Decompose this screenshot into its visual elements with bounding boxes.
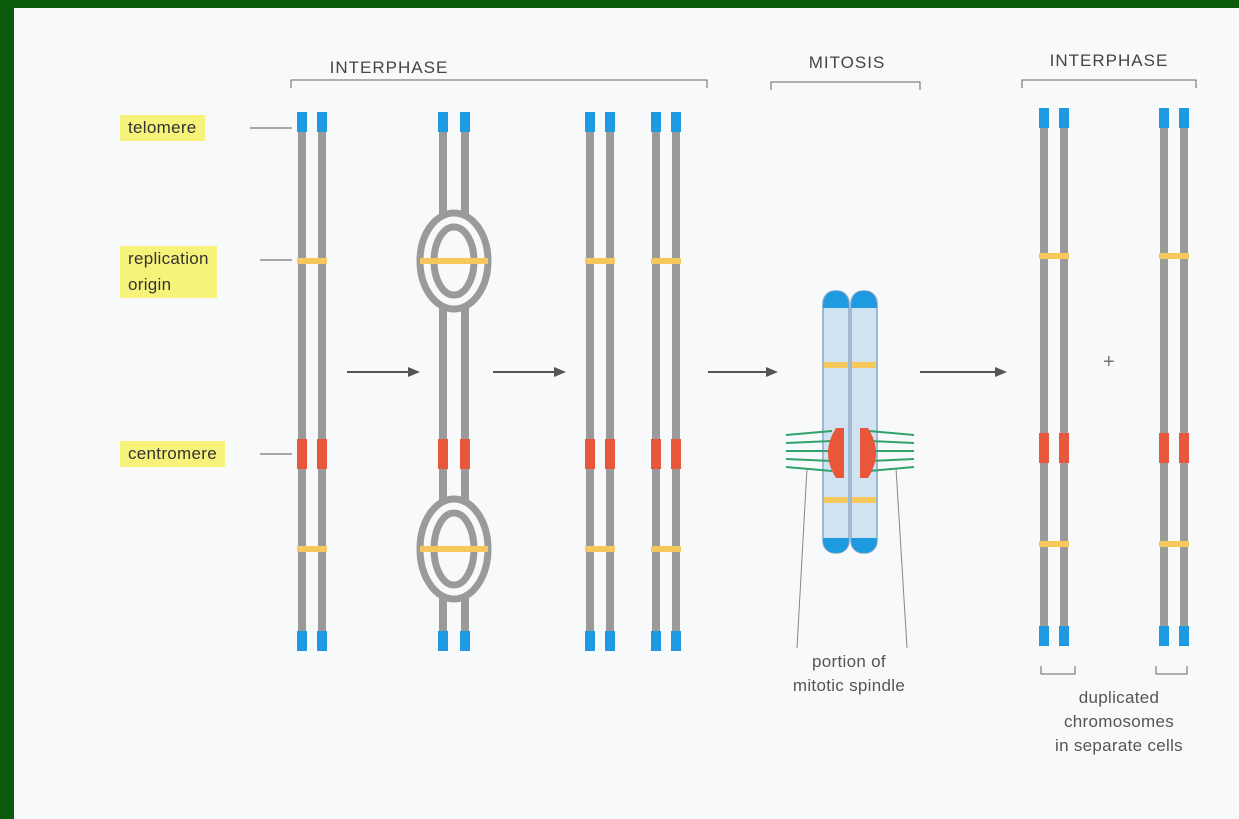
- chromosome-replicated-2-b-telomere-top: [671, 112, 681, 132]
- caption-duplicated-line2: chromosomes: [1019, 710, 1219, 734]
- daughter-chromosome-2-a-body: [1160, 108, 1168, 646]
- bracket-daughter-2: [1156, 666, 1187, 674]
- chromosome-replicated-2-a-centromere: [651, 439, 661, 469]
- chromosome-replicated-1-origin-link-0: [590, 258, 610, 264]
- chromosome-replicating-b-centromere: [460, 439, 470, 469]
- daughter-chromosome-1-b-body: [1060, 108, 1068, 646]
- bracket-mitosis: [771, 82, 920, 90]
- chromosome-replicated-1-a-body: [586, 112, 594, 651]
- chromosome-unreplicated-a-telomere-top: [297, 112, 307, 132]
- phase-label-interphase-1: INTERPHASE: [289, 58, 489, 78]
- caption-mitotic-spindle: portion of mitotic spindle: [749, 650, 949, 698]
- chromosome-unreplicated-b-body: [318, 112, 326, 651]
- label-centromere: centromere: [120, 441, 225, 467]
- chromosome-replicated-2-a-body: [652, 112, 660, 651]
- daughter-chromosome-2-a-telomere-bottom: [1159, 626, 1169, 646]
- phase-label-mitosis: MITOSIS: [747, 53, 947, 73]
- arrow-4-head: [995, 367, 1007, 377]
- diagram-canvas: INTERPHASE MITOSIS INTERPHASE telomere r…: [14, 8, 1239, 819]
- label-telomere: telomere: [120, 115, 205, 141]
- daughter-chromosome-2-b-telomere-bottom: [1179, 626, 1189, 646]
- chromosome-replicated-1-b-telomere-bottom: [605, 631, 615, 651]
- chromosome-unreplicated-origin-link-1: [302, 546, 322, 552]
- mitotic-chromatid-left-body: [823, 291, 849, 553]
- pointer-spindle-left: [797, 468, 807, 648]
- chromosome-unreplicated-a-telomere-bottom: [297, 631, 307, 651]
- daughter-chromosome-2-origin-link-1: [1164, 541, 1184, 547]
- daughter-chromosome-1-b-telomere-top: [1059, 108, 1069, 128]
- daughter-chromosome-1-origin-link-1: [1044, 541, 1064, 547]
- daughter-chromosome-1-a-telomere-top: [1039, 108, 1049, 128]
- daughter-chromosome-1-a-centromere: [1039, 433, 1049, 463]
- arrow-1-head: [408, 367, 420, 377]
- chromosome-replicated-2-b-centromere: [671, 439, 681, 469]
- daughter-chromosome-2-origin-link-0: [1164, 253, 1184, 259]
- bracket-interphase-2: [1022, 80, 1196, 88]
- bracket-daughter-1: [1041, 666, 1075, 674]
- mitotic-chromatid-left-origin-2: [824, 497, 848, 503]
- label-replication-origin-line1: replication: [128, 246, 209, 272]
- chromosome-replicating-b-telomere-bottom: [460, 631, 470, 651]
- arrow-2-head: [554, 367, 566, 377]
- replication-bubble-2-origin: [420, 546, 488, 552]
- daughter-chromosome-1-a-telomere-bottom: [1039, 626, 1049, 646]
- mitotic-chromatid-right-body: [851, 291, 877, 553]
- bracket-interphase-1: [291, 80, 707, 88]
- label-replication-origin-line2: origin: [128, 272, 209, 298]
- daughter-chromosome-1-b-telomere-bottom: [1059, 626, 1069, 646]
- chromosome-replicating-a-centromere: [438, 439, 448, 469]
- caption-spindle-line1: portion of: [749, 650, 949, 674]
- mitotic-chromatid-right-origin-1: [852, 362, 876, 368]
- chromosome-replicated-1-a-telomere-top: [585, 112, 595, 132]
- chromosome-replicated-1-b-telomere-top: [605, 112, 615, 132]
- caption-duplicated-chromosomes: duplicated chromosomes in separate cells: [1019, 686, 1219, 758]
- chromosome-replicated-2-a-telomere-top: [651, 112, 661, 132]
- daughter-chromosome-1-a-body: [1040, 108, 1048, 646]
- daughter-chromosome-1-b-centromere: [1059, 433, 1069, 463]
- chromosome-replicated-1-a-centromere: [585, 439, 595, 469]
- chromosome-replicating-b-telomere-top: [460, 112, 470, 132]
- pointer-spindle-right: [896, 468, 907, 648]
- chromosome-replicating-a-telomere-top: [438, 112, 448, 132]
- chromosome-replicated-1-b-body: [606, 112, 614, 651]
- chromosome-replicated-2-b-telomere-bottom: [671, 631, 681, 651]
- chromosome-unreplicated-b-centromere: [317, 439, 327, 469]
- daughter-chromosome-2-b-telomere-top: [1179, 108, 1189, 128]
- plus-sign: +: [1099, 350, 1119, 374]
- caption-duplicated-line3: in separate cells: [1019, 734, 1219, 758]
- chromosome-unreplicated-b-telomere-top: [317, 112, 327, 132]
- chromosome-unreplicated-origin-link-0: [302, 258, 322, 264]
- chromosome-unreplicated-b-telomere-bottom: [317, 631, 327, 651]
- daughter-chromosome-2-b-centromere: [1179, 433, 1189, 463]
- daughter-chromosome-2-a-centromere: [1159, 433, 1169, 463]
- chromosome-replicated-1-origin-link-1: [590, 546, 610, 552]
- caption-spindle-line2: mitotic spindle: [749, 674, 949, 698]
- chromosome-replicated-2-origin-link-1: [656, 546, 676, 552]
- chromosome-replicated-2-a-telomere-bottom: [651, 631, 661, 651]
- chromosome-unreplicated-a-body: [298, 112, 306, 651]
- replication-bubble-1-origin: [420, 258, 488, 264]
- chromosome-replicated-1-a-telomere-bottom: [585, 631, 595, 651]
- chromosome-replicated-1-b-centromere: [605, 439, 615, 469]
- label-replication-origin: replication origin: [120, 246, 217, 298]
- mitotic-chromatid-left-origin-1: [824, 362, 848, 368]
- arrow-3-head: [766, 367, 778, 377]
- chromosome-replicated-2-b-body: [672, 112, 680, 651]
- chromosome-unreplicated-a-centromere: [297, 439, 307, 469]
- chromosome-replicated-2-origin-link-0: [656, 258, 676, 264]
- daughter-chromosome-1-origin-link-0: [1044, 253, 1064, 259]
- caption-duplicated-line1: duplicated: [1019, 686, 1219, 710]
- mitotic-chromatid-right-origin-2: [852, 497, 876, 503]
- daughter-chromosome-2-b-body: [1180, 108, 1188, 646]
- phase-label-interphase-2: INTERPHASE: [1009, 51, 1209, 71]
- chromosome-replicating-a-telomere-bottom: [438, 631, 448, 651]
- daughter-chromosome-2-a-telomere-top: [1159, 108, 1169, 128]
